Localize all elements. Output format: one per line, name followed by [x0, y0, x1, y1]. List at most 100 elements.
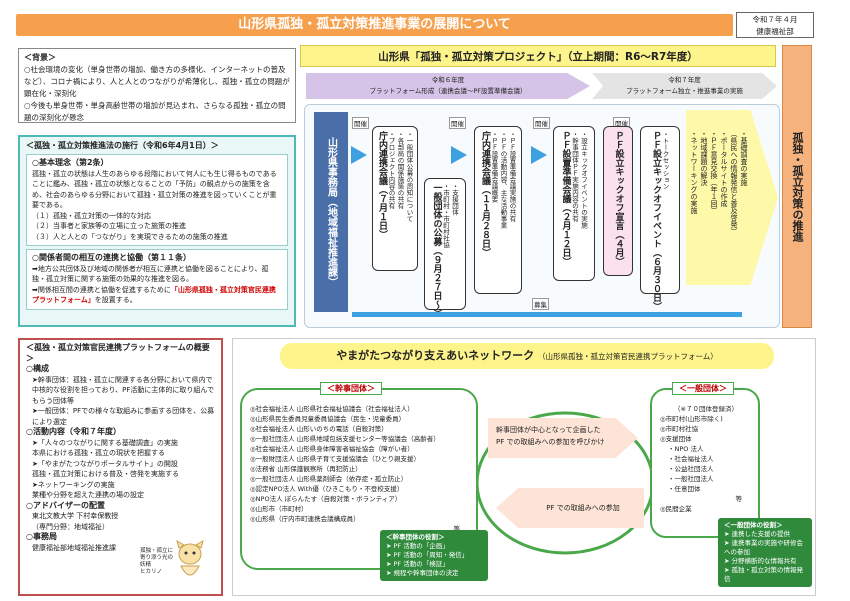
- participate-text: PF での取組みへの参加: [546, 504, 620, 512]
- general-item: ◎民間企業: [660, 505, 692, 513]
- core-group-label: ＜幹事団体＞: [320, 382, 382, 395]
- tag-kaisai: 開催: [533, 117, 550, 129]
- general-group-box: （※７０団体登録済） ◎市町村(山形市除く) ◎市町村社協 ◎支援団体 ・NPO…: [650, 388, 760, 538]
- step-sub: ・一般団体公募の周知について: [405, 131, 413, 222]
- activity-item: ➤「人々のつながりに関する基礎調査」の実施: [32, 438, 178, 447]
- step-sub: ・ポータルサイトの作成: [720, 130, 728, 207]
- network-title: やまがたつながり支えあいネットワーク （山形県孤独・孤立対策官民連携プラットフォ…: [280, 343, 774, 369]
- office-label: 山形県事務局（地域福祉推進課）: [325, 137, 337, 287]
- promotion-pillar: 孤独・孤立対策の推進: [782, 45, 812, 328]
- activity-title: ○活動内容（令和７年度）: [26, 427, 121, 436]
- mascot-caption: 孤独・孤立に寄り添う光の妖精 ヒカリノ: [140, 548, 176, 576]
- general-item: ◎市町村社協: [660, 425, 699, 433]
- step-sub: （県民への情報発信と普及啓発）: [730, 130, 738, 235]
- core-item: ◎社会福祉法人 山形県身体障害者福祉協会（障がい者）: [250, 445, 414, 453]
- general-roles-title: ＜一般団体の役割＞: [724, 521, 783, 529]
- mascot-caption-line: 孤独・孤立に寄り添う光の妖精: [140, 548, 174, 568]
- principle-line: （１）孤独・孤立対策の一体的な対応: [32, 211, 151, 220]
- general-item: ・任意団体: [668, 485, 701, 493]
- structure-item: ➤一般団体：PFでの様々な取組みに参画する団体を、公募により選定: [32, 407, 215, 426]
- core-role: ➤ PF 活動の「企画」: [386, 542, 449, 550]
- network-title-text: やまがたつながり支えあいネットワーク: [336, 349, 535, 362]
- core-etc: 等: [453, 525, 461, 533]
- background-heading: ＜背景＞: [24, 53, 56, 62]
- mascot-name: ヒカリノ: [140, 569, 163, 575]
- network-subtitle: （山形県孤独・孤立対策官民連携プラットフォーム）: [538, 352, 718, 361]
- flow-arrow: [451, 146, 467, 164]
- step-title: 一般団体の公募（９月２７日〜）: [431, 183, 442, 318]
- background-section: ＜背景＞ ○社会環境の変化（単身世帯の増加、働き方の多様化、インターネットの普及…: [18, 48, 296, 123]
- step-sub: ・支援団体: [450, 183, 459, 216]
- coop-line: ➡関係相互間の連携と協働を促進するために「山形県孤独・孤立対策官民連携プラットフ…: [32, 285, 282, 306]
- general-item: ◎市町村(山形市除く): [660, 415, 723, 423]
- participate-arrow: PF での取組みへの参加: [496, 488, 644, 528]
- phase-desc: プラットフォーム独立・推進事業の実施: [626, 87, 743, 95]
- principle-title: ○基本理念（第2条）: [32, 158, 109, 167]
- project-title: 山形県「孤独・孤立対策プロジェクト」（立上期間：R6〜R7年度）: [300, 45, 776, 67]
- step-kickoff-event: ＰＦ設立キックオフイベント（６月３０日） ・トークセッション: [640, 126, 680, 311]
- core-item: ◎山形市（市町村）: [250, 505, 308, 513]
- principle-line: （２）当事者と家族等の立場に立った施策の推進: [32, 222, 186, 230]
- step-cabinet-meeting-1: 庁内連携会議（７月１日） ・プロジェクト内容の共有 ・各部局の関係施策の共有 ・…: [372, 126, 418, 271]
- step-sub: ・幹事団体ＰＦ実施内容の共有: [570, 131, 579, 222]
- step-title: ＰＦ設置準備会議（２月１２日）: [560, 131, 571, 266]
- general-role: ➤ 分野横断的な情報共有: [724, 557, 797, 565]
- adviser-line: 東北文教大学 下村幸保教授: [32, 512, 119, 520]
- invite-line: PF での取組みへの参加を呼びかけ: [496, 438, 605, 446]
- general-group-label: ＜一般団体＞: [672, 382, 734, 395]
- date-stamp: 令和７年４月 健康福祉部: [736, 12, 814, 38]
- core-item: ◎一般社団法人 山形県薬剤師会（依存症・孤立防止）: [250, 475, 408, 483]
- office-title: ○事務局: [26, 532, 57, 541]
- coop-line: ➡地方公共団体及び地域の関係者が相互に連携と協働を図ることにより、孤独・孤立対策…: [32, 264, 269, 284]
- step-title: ＰＦ設立キックオフイベント（６月３０日）: [651, 131, 661, 311]
- step-kickoff-declaration: ＰＦ設立キックオフ宣言（４月）: [603, 126, 633, 276]
- step-sub: ・地域課題の解決: [700, 130, 708, 186]
- tag-kaisai: 開催: [352, 117, 369, 129]
- department: 健康福祉部: [756, 27, 794, 36]
- pillar-label: 孤独・孤立対策の推進: [791, 131, 804, 242]
- activity-item: ➤「やまがたつながりポータルサイト」の開設: [32, 459, 178, 468]
- phase-r7: 令和７年度 プラットフォーム独立・推進事業の実施: [592, 73, 777, 99]
- core-roles-title: ＜幹事団体の役割＞: [386, 533, 445, 541]
- structure-item: ➤幹事団体：孤独・孤立に関連する各分野において県内で中核的な役割を担っており、P…: [32, 375, 215, 405]
- activity-item: 本県における孤独・孤立の現状を把握する: [32, 449, 165, 457]
- step-sub: ・各部局の関係施策の共有: [396, 131, 404, 209]
- office-line: 健康福祉部地域福祉推進課: [32, 543, 116, 552]
- step-title: 庁内連携会議（１１月２８日）: [480, 131, 490, 257]
- general-count: （※７０団体登録済）: [674, 405, 738, 413]
- general-role: ➤ 連携した支援の提供: [724, 530, 791, 538]
- page-title: 山形県孤独・孤立対策推進事業の展開について: [16, 14, 733, 36]
- general-item: 等: [735, 495, 743, 503]
- phase-year: 令和６年度: [431, 76, 465, 84]
- core-role: ➤ PF 活動の「検証」: [386, 560, 449, 568]
- flow-arrow: [531, 146, 547, 164]
- coop-title: ○関係者間の相互の連携と協働（第１１条）: [32, 253, 191, 262]
- core-role: ➤ PF 活動の「周知・発信」: [386, 551, 469, 559]
- general-roles: ＜一般団体の役割＞ ➤ 連携した支援の提供 ➤ 連携事業の実施や研修会への参加 …: [718, 518, 812, 587]
- invite-arrow: 幹事団体が中心となって企画した PF での取組みへの参加を呼びかけ: [488, 418, 638, 458]
- general-role: ➤ 孤独・孤立対策の情報発信: [724, 566, 804, 583]
- step-sub: ・トークセッション: [661, 131, 669, 190]
- activity-item: ➤ネットワーキングの実施: [32, 480, 115, 489]
- step-title: 庁内連携会議（７月１日）: [377, 131, 387, 239]
- coop-text: ➡関係相互間の連携と協働を促進するために: [32, 285, 171, 294]
- invite-line: 幹事団体が中心となって企画した: [496, 426, 601, 434]
- step-pf-prep-meeting: ＰＦ設置準備会議（２月１２日） ・幹事団体ＰＦ実施内容の共有 ・設立キックオフイ…: [553, 126, 595, 281]
- step-sub: ・ＰＦ設置準備会議実施の共有: [508, 131, 516, 222]
- core-item: ◎認定NPO法人 With優（ひきこもり・不登校支援）: [250, 485, 404, 493]
- phase-year: 令和７年度: [668, 76, 701, 84]
- core-item: ◎社会福祉法人 山形いのちの電話（自殺対策）: [250, 425, 388, 433]
- step-cabinet-meeting-2: 庁内連携会議（１１月２８日） ・ＰＦ設置準備会議概要 ・ＰＦの活動内容、主な活動…: [474, 126, 522, 294]
- core-item: ◎一般財団法人 山形県子育て支援協議会（ひとり親支援）: [250, 455, 421, 463]
- law-section: ＜孤独・孤立対策推進法の施行（令和6年4月1日）＞ ○基本理念（第2条） 孤独・…: [18, 135, 296, 327]
- background-item: ○社会環境の変化（単身世帯の増加、働き方の多様化、インターネットの普及など）、コ…: [24, 65, 290, 98]
- core-item: ◎山形県民生委員児童委員協議会（民生・児童委員）: [250, 415, 406, 423]
- core-item: ◎法務省 山形保護観察所（再犯防止）: [250, 465, 362, 473]
- step-title: ＰＦ設立キックオフ宣言（４月）: [613, 131, 624, 266]
- core-item: ◎NPO法人 ぽらんたす（自殺対策・ボランティア）: [250, 495, 402, 503]
- structure-title: ○構成: [26, 364, 49, 373]
- prefecture-office: 山形県事務局（地域福祉推進課）: [314, 112, 348, 312]
- activity-item: 業種や分野を超えた連携の場の設定: [32, 491, 144, 499]
- date: 令和７年４月: [752, 15, 798, 24]
- core-item: ◎社会福祉法人 山形県社会福祉協議会（社会福祉法人）: [250, 405, 414, 413]
